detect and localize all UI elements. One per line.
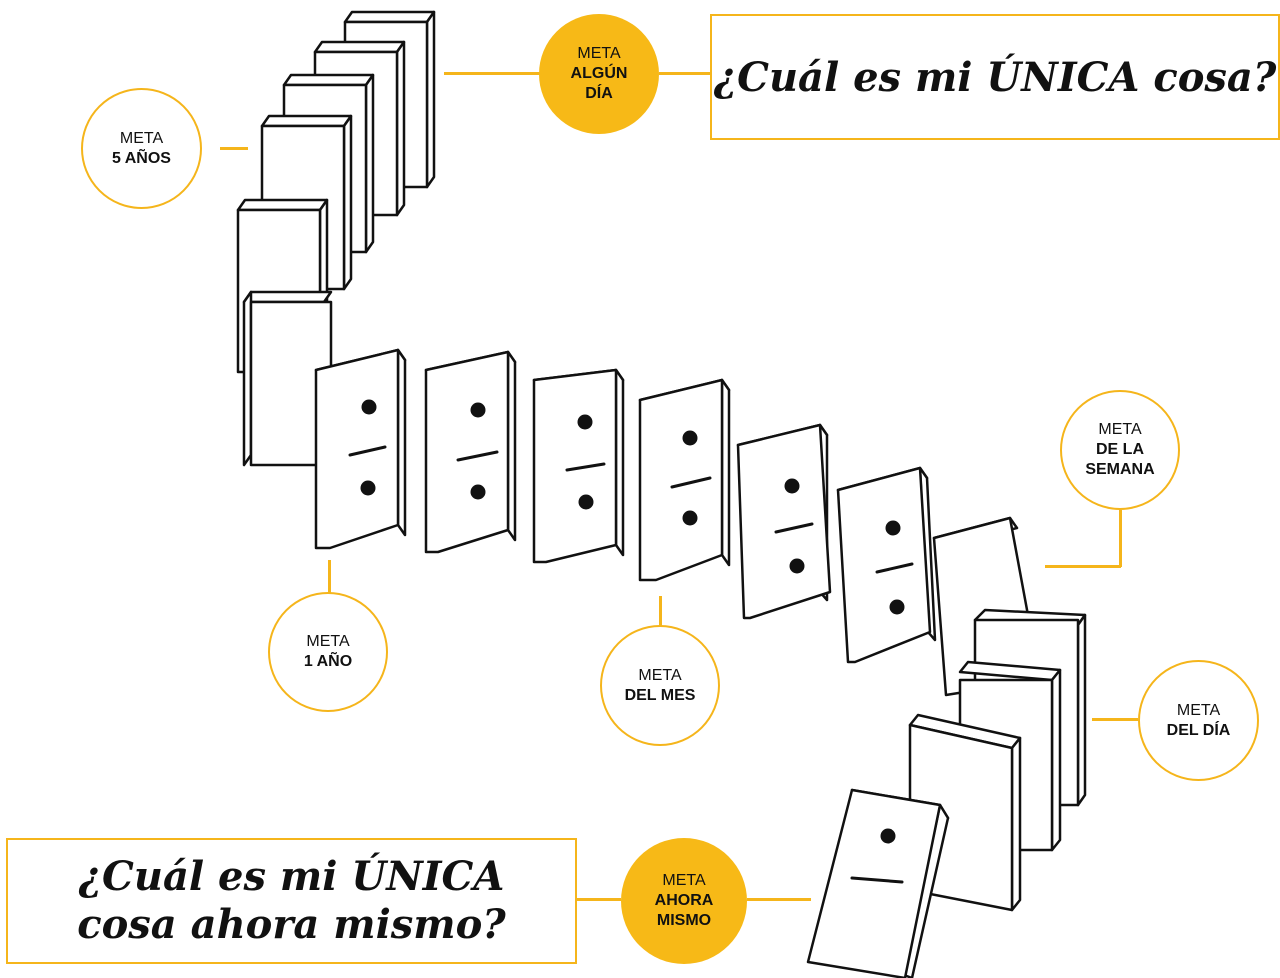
goal-five-years-meta: META [119, 129, 164, 147]
connector-week-horizontal [1045, 565, 1121, 568]
goal-bubble-someday: META ALGÚN DÍA [539, 14, 659, 134]
domino-pips-4 [638, 378, 731, 582]
goal-month-meta: META [638, 666, 682, 684]
domino-pips-6 [836, 466, 937, 664]
goal-week-line1: DE LA [1096, 441, 1144, 458]
goal-someday-line2: DÍA [585, 85, 613, 102]
goal-bubble-day: META DEL DÍA [1138, 660, 1259, 781]
goal-now-line2: MISMO [656, 912, 712, 929]
goal-bubble-five-years: META 5 AÑOS [81, 88, 202, 209]
goal-week-meta: META [1098, 421, 1142, 438]
goal-five-years-line1: 5 AÑOS [112, 149, 171, 167]
goal-someday-meta: META [577, 45, 621, 62]
domino-pips-1 [314, 348, 407, 550]
question-top-text: ¿Cuál es mi ÚNICA cosa? [713, 53, 1277, 101]
domino-front-tilted [806, 788, 950, 978]
connector-one-year [328, 560, 331, 594]
goal-month-line1: DEL MES [624, 686, 696, 704]
goal-bubble-one-year: META 1 AÑO [268, 592, 388, 712]
connector-bottom-question [576, 898, 621, 901]
connector-day [1092, 718, 1138, 721]
goal-bubble-month: META DEL MES [600, 625, 720, 746]
connector-top-question [659, 72, 711, 75]
question-bottom-line2: cosa ahora mismo? [77, 901, 506, 948]
domino-pips-3 [532, 368, 625, 564]
connector-five-years [220, 147, 248, 150]
goal-now-meta: META [662, 872, 706, 889]
goal-one-year-line1: 1 AÑO [303, 653, 353, 670]
connector-month [659, 596, 662, 626]
question-bottom-line1: ¿Cuál es mi ÚNICA [78, 853, 505, 900]
goal-day-line1: DEL DÍA [1166, 721, 1231, 739]
goal-someday-line1: ALGÚN [570, 65, 628, 82]
goal-day-meta: META [1176, 701, 1221, 719]
goal-now-line1: AHORA [654, 892, 714, 909]
connector-someday [444, 72, 540, 75]
domino-pips-2 [424, 350, 517, 554]
question-box-top: ¿Cuál es mi ÚNICA cosa? [710, 14, 1280, 140]
connector-week-vertical [1119, 510, 1122, 567]
goal-week-line2: SEMANA [1085, 461, 1155, 478]
connector-now [747, 898, 811, 901]
question-box-bottom: ¿Cuál es mi ÚNICA cosa ahora mismo? [6, 838, 577, 964]
goal-bubble-week: META DE LA SEMANA [1060, 390, 1180, 510]
goal-one-year-meta: META [306, 633, 350, 650]
domino-pips-5 [736, 423, 832, 620]
goal-bubble-now: META AHORA MISMO [621, 838, 747, 964]
